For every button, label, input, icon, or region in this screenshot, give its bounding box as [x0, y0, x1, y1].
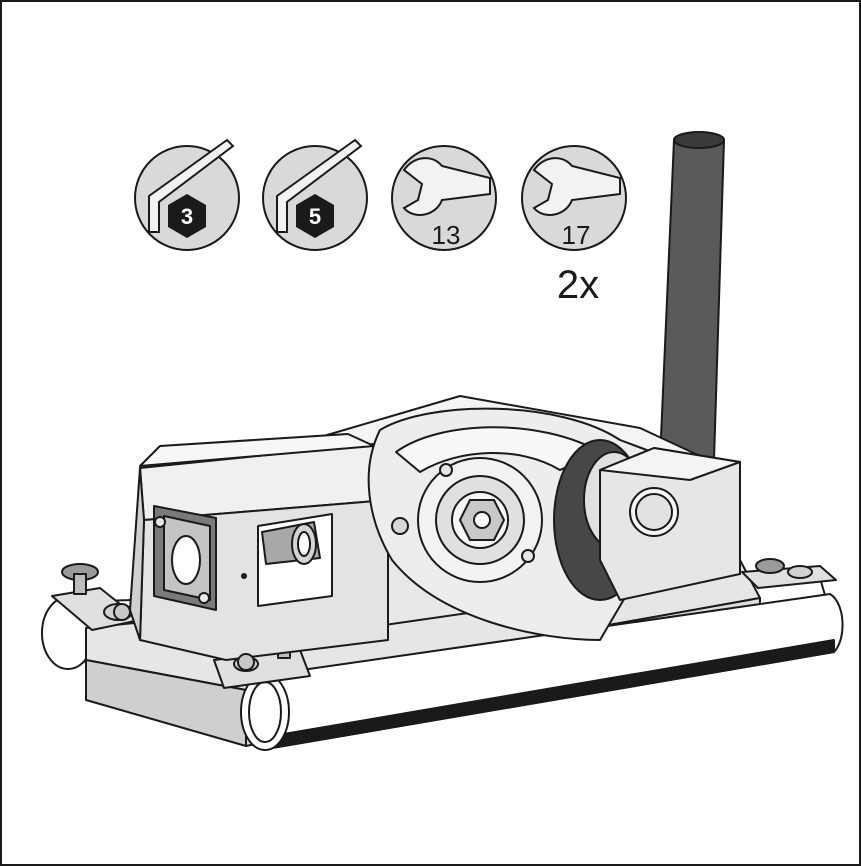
tool-size-label: 13	[432, 220, 461, 250]
tool-size-label: 5	[309, 204, 321, 229]
hex-badge-icon	[168, 194, 206, 238]
bolt-icon	[198, 592, 210, 604]
tool-wrench-17: 17	[521, 145, 627, 251]
screw-icon	[241, 573, 247, 579]
tool-hex-key-5: 5	[262, 138, 368, 251]
bolt-icon	[113, 603, 131, 621]
bolt-icon	[154, 516, 166, 528]
wrench-quantity-label: 2x	[557, 263, 599, 307]
hex-key-icon	[276, 138, 363, 233]
tool-wrench-13: 13	[391, 145, 497, 251]
bolt-icon	[237, 653, 255, 671]
open-end-wrench-icon	[402, 157, 491, 216]
shaft-end-icon	[473, 511, 491, 529]
bolt-icon	[439, 463, 453, 477]
shaft-window	[241, 513, 333, 607]
tool-size-label: 17	[562, 220, 591, 250]
bolt-icon	[521, 549, 535, 563]
open-end-wrench-icon	[532, 157, 621, 216]
hex-key-icon	[148, 138, 235, 233]
bolt-icon	[391, 517, 409, 535]
end-plate	[153, 505, 217, 611]
tool-size-label: 3	[181, 204, 193, 229]
lever-block	[599, 447, 741, 601]
hex-badge-icon	[296, 194, 334, 238]
machine-assembly	[41, 131, 844, 751]
pipe-clamp-right	[741, 558, 837, 589]
front-pipe	[240, 593, 844, 751]
tool-hex-key-3: 3	[134, 138, 240, 251]
